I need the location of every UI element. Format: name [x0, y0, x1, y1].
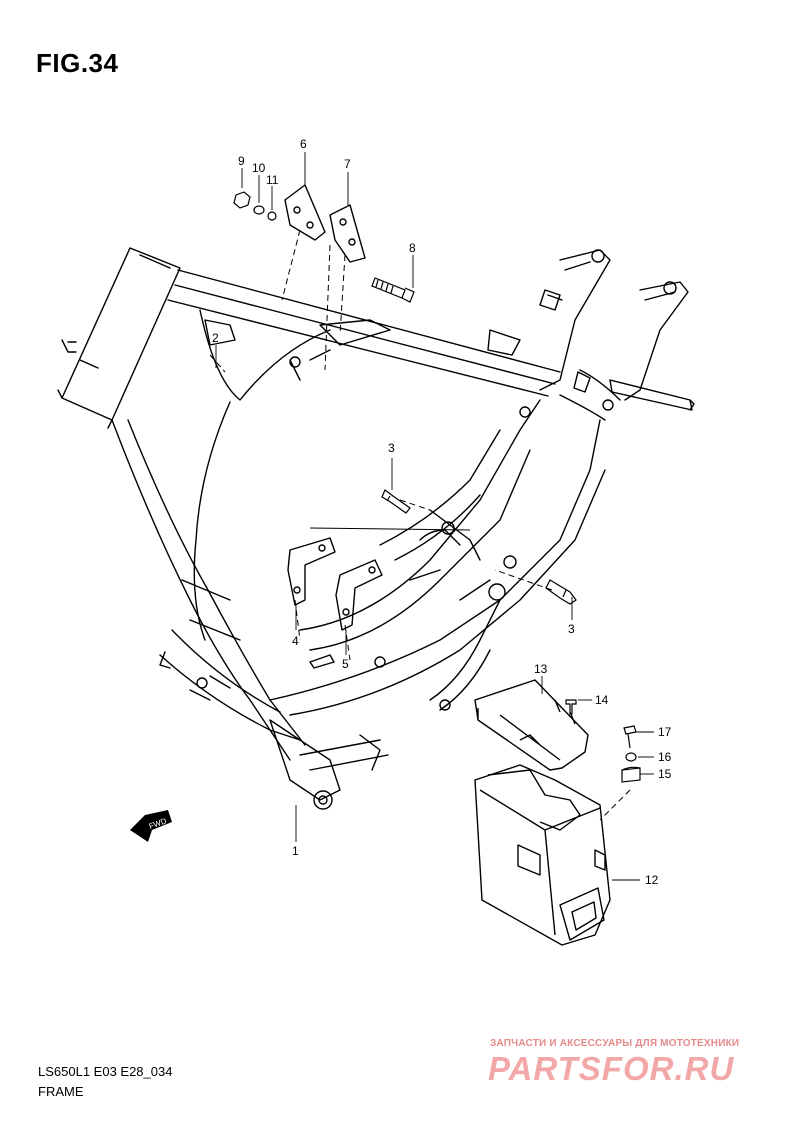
callout-14: 14: [595, 693, 609, 707]
callout-3-upper: 3: [388, 441, 395, 455]
swingarm-pivot: [269, 719, 341, 801]
callout-9: 9: [238, 154, 245, 168]
bracket-7: [329, 204, 366, 263]
callout-6: 6: [300, 137, 307, 151]
callout-5: 5: [342, 657, 349, 671]
callout-7: 7: [344, 157, 351, 171]
bolt-8: [371, 277, 415, 303]
rear-spindle: [609, 379, 695, 411]
cushion-15: [621, 766, 641, 783]
washer-11: [267, 211, 277, 221]
battery-cover-13: [474, 679, 589, 771]
callout-15: 15: [658, 767, 672, 781]
collar-16: [625, 752, 637, 762]
bracket-5: [335, 559, 383, 631]
backbone-tube: [167, 269, 561, 397]
callout-17: 17: [658, 725, 672, 739]
callout-3-lower: 3: [568, 622, 575, 636]
watermark-logo: PARTSFOR.RU: [488, 1050, 735, 1087]
callout-8: 8: [409, 241, 416, 255]
screw-14: [565, 699, 577, 715]
rear-shock-tower-right: [624, 281, 689, 401]
bolt-3-lower: [545, 579, 577, 605]
fwd-arrow-icon: FWD: [130, 810, 172, 842]
head-tube: [57, 247, 181, 429]
bracket-4: [287, 537, 336, 606]
figure-code: LS650L1 E03 E28_034: [38, 1064, 173, 1079]
figure-name: FRAME: [38, 1084, 84, 1099]
lower-cradle: [159, 629, 301, 741]
washer-10: [253, 205, 265, 215]
callout-16: 16: [658, 750, 672, 764]
bolt-17: [623, 725, 637, 749]
nut-9: [233, 191, 251, 209]
bolt-3-upper: [381, 489, 411, 514]
callout-13: 13: [534, 662, 548, 676]
battery-box-12: [474, 764, 611, 946]
callout-12: 12: [645, 873, 659, 887]
front-down-tube: [111, 419, 306, 761]
watermark-text: ЗАПЧАСТИ И АКСЕССУАРЫ ДЛЯ МОТОТЕХНИКИ: [490, 1038, 740, 1049]
figure-title: FIG.34: [36, 48, 119, 78]
bracket-6: [284, 184, 326, 241]
rear-frame-tubes: [269, 399, 606, 716]
callout-2: 2: [212, 331, 219, 345]
callout-10: 10: [252, 161, 266, 175]
callout-11: 11: [266, 173, 279, 187]
callout-4: 4: [292, 634, 299, 648]
callout-1: 1: [292, 844, 299, 858]
